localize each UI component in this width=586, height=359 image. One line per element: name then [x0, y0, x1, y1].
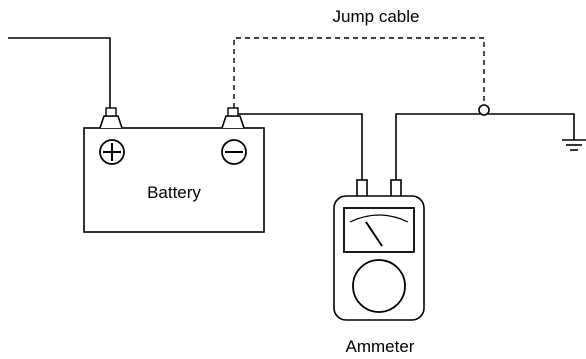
meter-scale-arc [349, 214, 409, 223]
battery-label: Battery [147, 183, 201, 202]
jump-cable-label: Jump cable [333, 7, 420, 26]
ground-icon [562, 139, 586, 151]
negative-terminal-icon [221, 139, 247, 165]
negative-to-ammeter-wire [238, 113, 363, 180]
positive-terminal-icon [99, 139, 125, 165]
positive-wire [8, 37, 111, 110]
positive-terminal-post [99, 115, 123, 129]
ammeter-knob [352, 259, 406, 313]
ammeter-label: Ammeter [346, 337, 415, 356]
negative-terminal-post [221, 115, 245, 129]
negative-terminal-cap [227, 107, 239, 117]
meter-needle [365, 221, 383, 247]
positive-terminal-cap [105, 107, 117, 117]
jump-cable [233, 37, 485, 108]
ammeter-to-ground-wire [395, 113, 480, 180]
battery: Battery [83, 107, 265, 233]
ground-wire [488, 113, 575, 140]
junction-node [478, 104, 490, 116]
ammeter: Ammeter [333, 179, 425, 356]
